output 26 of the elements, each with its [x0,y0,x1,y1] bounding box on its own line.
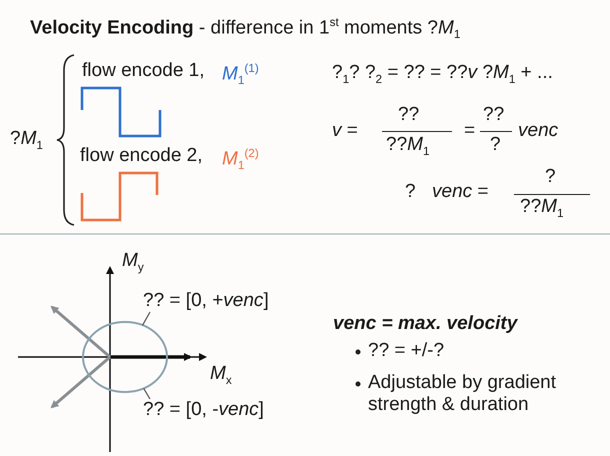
equation: venc [518,120,558,142]
phase-ellipse [82,321,168,393]
leader-line [143,388,151,400]
phase-label: ?? = [0, -venc] [143,399,264,421]
definition-heading: venc = max. velocity [333,313,518,335]
equation: venc = [432,181,489,203]
fraction-denominator: ??M$_{1}$ [386,134,430,160]
waveform-label: flow encode 1, [82,60,205,82]
fraction-numerator: ?? [398,104,420,126]
equation: v = [332,120,358,142]
moment-symbol: ?M$_{1}$ [10,128,43,154]
waveform-label: flow encode 2, [80,145,203,167]
equation: = [464,120,476,142]
fraction-denominator: ??M$_{1}$ [520,196,564,222]
bullet-text: Adjustable by gradient strength & duration [368,372,558,416]
fraction-numerator: ?? [483,104,504,126]
fraction-numerator: ? [545,166,556,188]
slide-title: Velocity Encoding - difference in 1$^{st}$ moments ?M$_{1}$ [30,15,460,44]
equation: ? [405,181,416,203]
bullet-text: ?? = +/-? [368,340,444,362]
fraction-denominator: ? [490,134,501,156]
equation: ?$_{1}$? ?$_{2}$ = ?? = ??v ?M$_{1}$ + ... [332,62,553,88]
phase-label: ?? = [0, +venc] [143,290,269,312]
axis-label: M$_{y}$ [122,250,144,276]
leader-line [142,312,151,326]
axis-label: M$_{x}$ [210,363,232,389]
